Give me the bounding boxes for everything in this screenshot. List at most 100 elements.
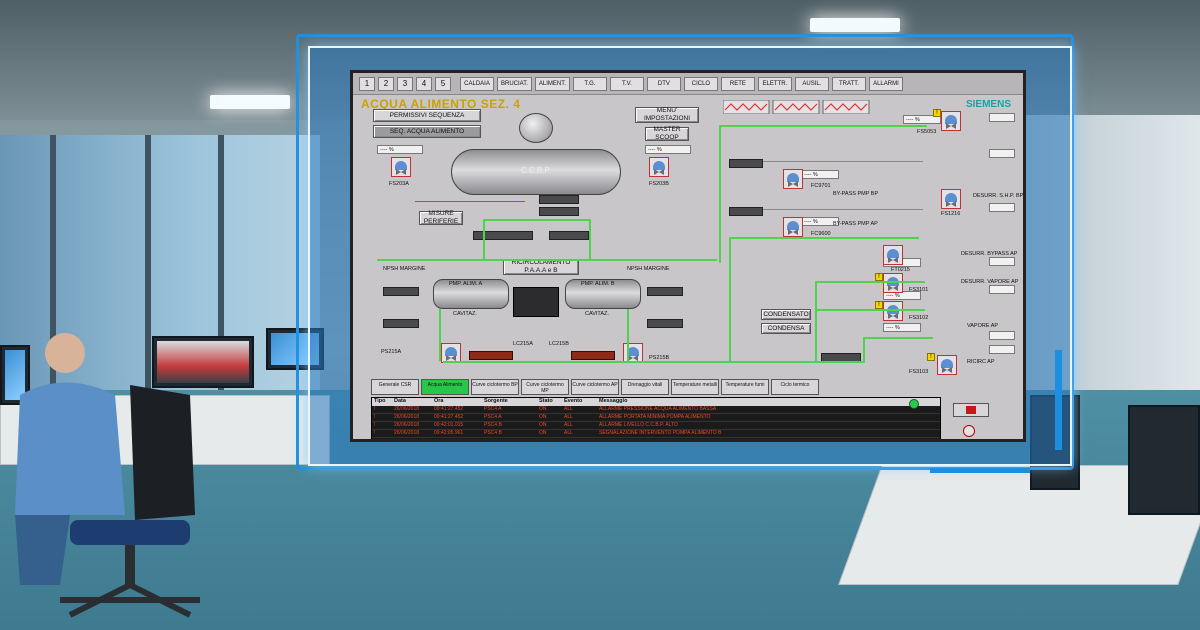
alarm-cell: 26/06/2018 <box>394 430 420 436</box>
page-button-5[interactable]: 5 <box>435 76 451 91</box>
valve-fc9701[interactable] <box>783 169 803 189</box>
valve-fs5053[interactable] <box>941 111 961 131</box>
alarm-cell: PSC4 B <box>484 430 502 436</box>
nav-button-ciclo[interactable]: CICLO <box>683 76 718 91</box>
column-header: Stato <box>539 398 553 404</box>
trend-icon[interactable] <box>723 100 873 114</box>
alarm-row[interactable]: ! 26/06/2018 09:41:27.452 PSC4 A ON ALL … <box>372 406 940 414</box>
column-header: Data <box>394 398 406 404</box>
pipe <box>815 309 925 311</box>
value-display: ---- % <box>645 145 691 154</box>
tag-ps215b: PS215B <box>649 355 670 361</box>
valve-fs1216[interactable] <box>941 189 961 209</box>
feed-pump-b[interactable] <box>565 279 641 309</box>
page-button-3[interactable]: 3 <box>397 76 413 91</box>
indicator-box <box>989 345 1015 354</box>
permissivi-button[interactable]: PERMISSIVI SEQUENZA <box>373 109 481 122</box>
status-indicator <box>383 319 419 328</box>
valve-fs3103[interactable] <box>937 355 957 375</box>
pump-a-label: PMP. ALIM. A <box>449 281 483 287</box>
valve-fs3102[interactable] <box>883 301 903 321</box>
nav-button-dtv[interactable]: DTV <box>646 76 681 91</box>
valve-ft0215[interactable] <box>883 245 903 265</box>
window-mullion <box>218 135 224 395</box>
alarm-cell: ALLARME PORTATA MINIMA POMPA ALIMENTO <box>599 414 711 420</box>
valve-ps203a[interactable] <box>391 157 411 177</box>
alarm-cell: 26/06/2018 <box>394 414 420 420</box>
acknowledge-button[interactable] <box>953 403 989 417</box>
alarm-row[interactable]: ! 26/06/2018 09:42:05.961 PSC4 B ON ALL … <box>372 430 940 438</box>
nav-button-rete[interactable]: RETE <box>720 76 755 91</box>
warning-icon: ! <box>927 353 935 361</box>
indicator-box <box>989 331 1015 340</box>
tab-drenaggio[interactable]: Drenaggio vitali <box>621 379 669 395</box>
valve-ps215b[interactable] <box>623 343 643 363</box>
menu-impostazioni-button[interactable]: MENU' IMPOSTAZIONI <box>635 107 699 123</box>
feed-pump-a[interactable] <box>433 279 509 309</box>
condensa-button[interactable]: CONDENSA <box>761 323 811 334</box>
status-indicator <box>729 159 763 168</box>
tag-ps203a: FS203A <box>389 181 409 187</box>
ricircolo-button[interactable]: RICIRCOLAMENTO P.A.A.A e B <box>503 259 579 275</box>
value-display: ---- % <box>883 323 921 332</box>
misure-button[interactable]: MISURE PERIFERIE <box>419 210 463 225</box>
value-display: ---- % <box>377 145 423 154</box>
alarm-cell: ALL <box>564 422 573 428</box>
status-indicator <box>539 207 579 216</box>
tab-curve-ap[interactable]: Curve ciclotermo AP <box>571 379 619 395</box>
nav-button-tg[interactable]: T.G. <box>572 76 607 91</box>
tab-curve-bp[interactable]: Curve ciclotermo BP <box>471 379 519 395</box>
operator <box>15 333 125 585</box>
page-button-1[interactable]: 1 <box>359 76 375 91</box>
tag-lc215a: LC215A <box>513 341 533 347</box>
pipe <box>763 209 923 210</box>
alarm-row[interactable]: ! 26/06/2018 09:41:27.452 PSC4 A ON ALL … <box>372 414 940 422</box>
nav-button-ausiliari[interactable]: AUSIL. <box>794 76 829 91</box>
tab-temp-fumi[interactable]: Temperature fumi <box>721 379 769 395</box>
warning-icon: ! <box>933 109 941 117</box>
column-header: Tipo <box>374 398 386 404</box>
alarm-indicator <box>571 351 615 360</box>
master-scoop-button[interactable]: MASTER SCOOP <box>645 126 689 141</box>
stop-icon <box>966 406 976 414</box>
status-indicator <box>729 207 763 216</box>
pipe <box>627 309 629 361</box>
page-button-2[interactable]: 2 <box>378 76 394 91</box>
tab-generale[interactable]: Generale CSR <box>371 379 419 395</box>
scada-screen: 1 2 3 4 5 CALDAIA BRUCIAT. ALIMENT. T.G.… <box>350 70 1026 442</box>
tag-fs3103: FS3103 <box>909 369 929 375</box>
tag-fs5053: FS5053 <box>917 129 937 135</box>
valve-fc9600[interactable] <box>783 217 803 237</box>
nav-button-trattamento[interactable]: TRATT. <box>831 76 866 91</box>
tab-ciclo-termico[interactable]: Ciclo termico <box>771 379 819 395</box>
page-button-4[interactable]: 4 <box>416 76 432 91</box>
value-display: ---- % <box>801 170 839 179</box>
indicator-box <box>989 285 1015 294</box>
condensato-button[interactable]: CONDENSATO <box>761 309 811 320</box>
tab-acqua-alimento[interactable]: Acqua Alimento <box>421 379 469 395</box>
alarm-cell: ! <box>374 422 376 428</box>
window-mullion <box>50 135 56 395</box>
pipe <box>377 259 717 261</box>
nav-button-elettrico[interactable]: ELETTR. <box>757 76 792 91</box>
seq-acqua-button[interactable]: SEQ. ACQUA ALIMENTO <box>373 125 481 138</box>
valve-fs3101[interactable] <box>883 273 903 293</box>
valve-ps215a[interactable] <box>441 343 461 363</box>
tab-temp-metalli[interactable]: Temperature metalli <box>671 379 719 395</box>
nav-button-bruciatori[interactable]: BRUCIAT. <box>497 76 532 91</box>
nav-button-allarmi[interactable]: ALLARMI <box>868 76 903 91</box>
alarm-silence-icon[interactable] <box>963 425 975 437</box>
valve-ps203b[interactable] <box>649 157 669 177</box>
alarm-list: Tipo Data Ora Sorgente Stato Evento Mess… <box>371 397 941 439</box>
nav-button-tv[interactable]: T.V. <box>609 76 644 91</box>
nav-button-caldaia[interactable]: CALDAIA <box>460 76 494 91</box>
nav-button-alimento[interactable]: ALIMENT. <box>534 76 570 91</box>
alarm-cell: 09:42:01.015 <box>434 422 464 428</box>
alarm-row[interactable]: ! 26/06/2018 09:42:01.015 PSC4 B ON ALL … <box>372 422 940 430</box>
pipe <box>483 219 485 261</box>
pipe <box>763 161 923 162</box>
tag-fc9600: FC9600 <box>811 231 831 237</box>
tag-desurr-3: DESURR. VAPORE AP <box>961 279 1019 285</box>
status-indicator <box>539 195 579 204</box>
tab-curve-mp[interactable]: Curve ciclotermo MP <box>521 379 569 395</box>
